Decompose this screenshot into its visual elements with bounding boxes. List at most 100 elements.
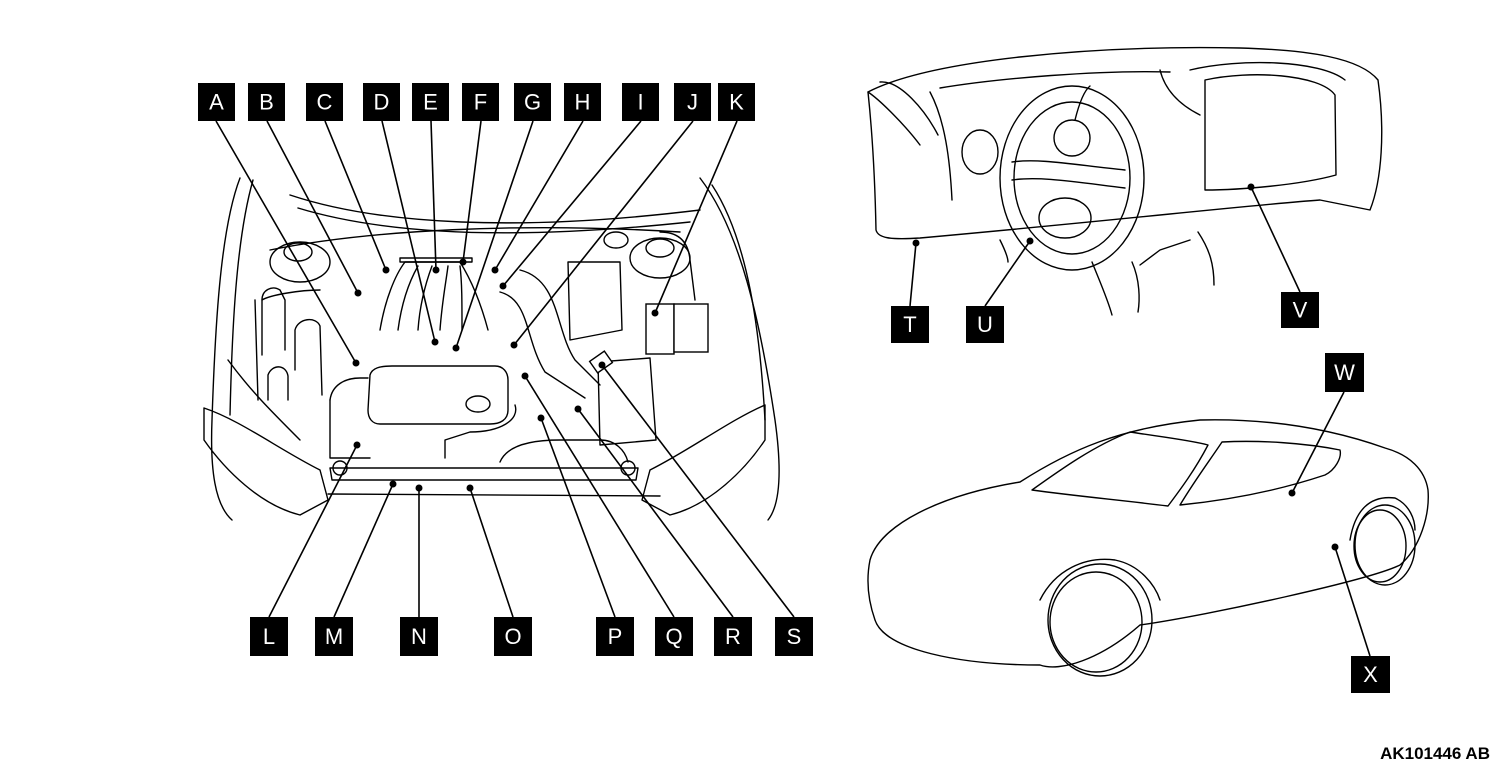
dot-t: [912, 239, 920, 247]
dot-q: [521, 372, 529, 380]
label-a: A: [198, 83, 235, 121]
leader-u: [984, 240, 1031, 307]
label-boxes: A B C D E F G H: [198, 83, 1390, 693]
engine-bay-illustration: [203, 177, 780, 521]
label-l: L: [250, 617, 288, 656]
leader-w: [1291, 391, 1345, 494]
label-j: J: [674, 83, 711, 121]
svg-text:V: V: [1293, 298, 1308, 323]
leader-g: [455, 120, 534, 349]
label-c: C: [306, 83, 343, 121]
svg-text:T: T: [903, 312, 916, 337]
leader-b: [266, 120, 359, 294]
label-i: I: [622, 83, 659, 121]
leader-e: [430, 120, 437, 271]
leader-t: [909, 242, 917, 307]
dot-s: [598, 361, 606, 369]
dashboard-illustration: [867, 46, 1383, 316]
label-d: D: [363, 83, 400, 121]
svg-text:M: M: [325, 624, 343, 649]
dot-n: [415, 484, 423, 492]
label-k: K: [718, 83, 755, 121]
dot-f: [459, 258, 467, 266]
label-s: S: [775, 617, 813, 656]
leader-d: [381, 120, 436, 343]
label-x: X: [1351, 656, 1390, 693]
label-b: B: [248, 83, 285, 121]
label-w: W: [1325, 353, 1364, 392]
svg-text:U: U: [977, 312, 993, 337]
dot-x: [1331, 543, 1339, 551]
svg-text:L: L: [263, 624, 275, 649]
dot-k: [651, 309, 659, 317]
dot-j: [510, 341, 518, 349]
svg-text:K: K: [729, 90, 744, 115]
dot-i: [499, 282, 507, 290]
dot-l: [353, 441, 361, 449]
svg-text:B: B: [259, 90, 274, 115]
dot-r: [574, 405, 582, 413]
dot-h: [491, 266, 499, 274]
svg-text:A: A: [209, 90, 224, 115]
svg-text:D: D: [374, 90, 390, 115]
leader-r: [577, 408, 734, 618]
leader-f: [462, 120, 482, 263]
label-p: P: [596, 617, 634, 656]
svg-text:S: S: [787, 624, 802, 649]
car-illustration: [867, 419, 1429, 677]
label-u: U: [966, 306, 1004, 343]
component-dots: [352, 183, 1339, 551]
svg-text:P: P: [608, 624, 623, 649]
leader-j: [513, 120, 694, 346]
leader-l: [268, 444, 358, 618]
label-e: E: [412, 83, 449, 121]
leader-s: [601, 364, 795, 618]
label-r: R: [714, 617, 752, 656]
leader-p: [540, 417, 616, 618]
leader-x: [1334, 546, 1371, 657]
svg-text:H: H: [575, 90, 591, 115]
dot-c: [382, 266, 390, 274]
dot-u: [1026, 237, 1034, 245]
label-v: V: [1281, 292, 1319, 328]
leader-k: [654, 120, 738, 314]
label-o: O: [494, 617, 532, 656]
leader-h: [494, 120, 584, 271]
svg-text:E: E: [423, 90, 438, 115]
dot-e: [432, 266, 440, 274]
label-n: N: [400, 617, 438, 656]
svg-text:J: J: [687, 90, 698, 115]
dot-a: [352, 359, 360, 367]
svg-text:I: I: [637, 90, 643, 115]
svg-text:F: F: [474, 90, 487, 115]
svg-text:Q: Q: [665, 624, 682, 649]
figure-code: AK101446 AB: [1380, 744, 1490, 763]
dot-o: [466, 484, 474, 492]
leader-c: [324, 120, 387, 271]
label-t: T: [891, 306, 929, 343]
leader-i: [502, 120, 642, 287]
leader-q: [524, 375, 675, 618]
svg-text:C: C: [317, 90, 333, 115]
label-q: Q: [655, 617, 693, 656]
dot-v: [1247, 183, 1255, 191]
leader-o: [469, 487, 514, 618]
dot-g: [452, 344, 460, 352]
svg-text:G: G: [524, 90, 541, 115]
dot-d: [431, 338, 439, 346]
dot-w: [1288, 489, 1296, 497]
label-f: F: [462, 83, 499, 121]
svg-text:R: R: [725, 624, 741, 649]
svg-text:O: O: [504, 624, 521, 649]
dot-p: [537, 414, 545, 422]
dot-b: [354, 289, 362, 297]
svg-text:X: X: [1363, 662, 1378, 687]
svg-text:N: N: [411, 624, 427, 649]
label-g: G: [514, 83, 551, 121]
leader-v: [1250, 186, 1301, 293]
label-m: M: [315, 617, 353, 656]
label-h: H: [564, 83, 601, 121]
leader-a: [215, 120, 357, 364]
leader-lines: [215, 120, 1371, 657]
svg-text:W: W: [1334, 360, 1355, 385]
